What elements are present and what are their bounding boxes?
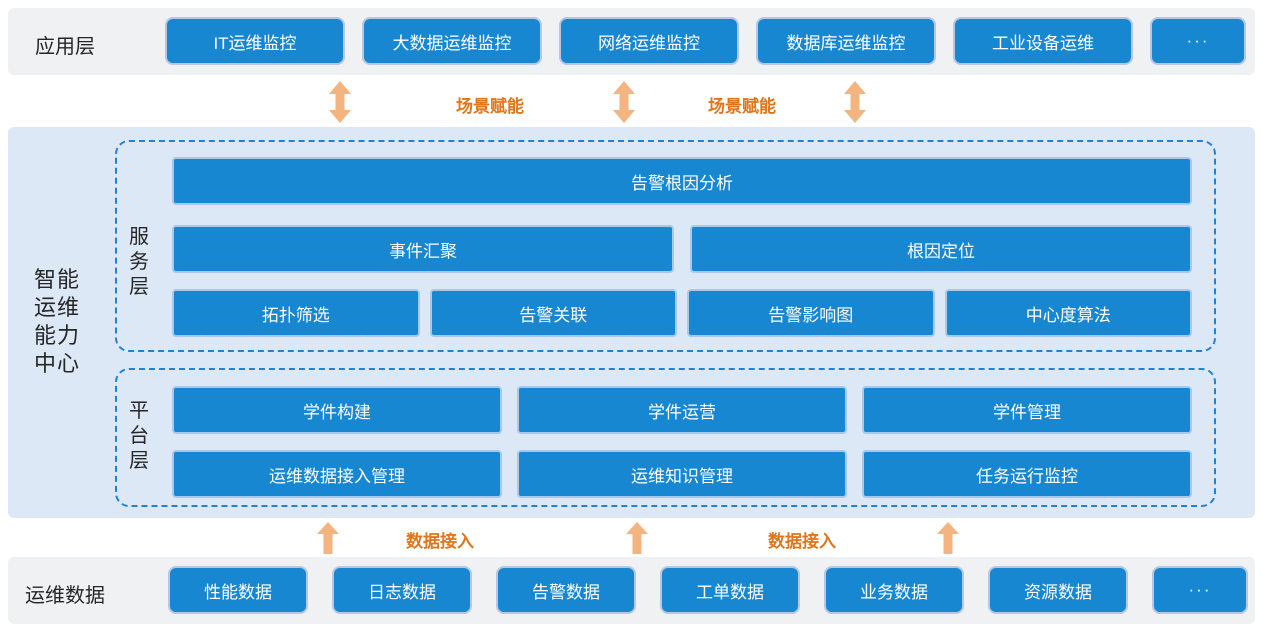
- capability-center-label-line: 能力: [34, 323, 81, 348]
- data-access-label: 数据接入: [768, 532, 836, 551]
- capability-center-label-line: 中心: [34, 351, 81, 376]
- platform-layer-label-char: 平: [129, 400, 149, 422]
- ops-data-boxes: 性能数据日志数据告警数据工单数据业务数据资源数据 ···: [168, 566, 1248, 614]
- service-row-1: 告警根因分析: [172, 157, 1192, 205]
- capability-center-label-line: 智能: [34, 267, 81, 292]
- app-box: 网络运维监控: [559, 17, 739, 65]
- ops-data-band: 运维数据 性能数据日志数据告警数据工单数据业务数据资源数据 ···: [8, 557, 1255, 624]
- platform-layer-group: 平台层 学件构建学件运营学件管理 运维数据接入管理运维知识管理任务运行监控: [115, 368, 1216, 507]
- service-box: 事件汇聚: [172, 225, 674, 273]
- up-arrow-icon: [626, 522, 648, 554]
- app-box: ···: [1150, 17, 1246, 65]
- scene-enable-label: 场景赋能: [456, 97, 524, 116]
- service-box: 告警影响图: [687, 289, 935, 337]
- platform-row-2: 运维数据接入管理运维知识管理任务运行监控: [172, 450, 1192, 498]
- platform-box: 学件构建: [172, 386, 502, 434]
- service-box: 中心度算法: [944, 289, 1192, 337]
- platform-row-1: 学件构建学件运营学件管理: [172, 386, 1192, 434]
- data-box: 业务数据: [824, 566, 964, 614]
- scene-enable-label: 场景赋能: [708, 97, 776, 116]
- application-layer-boxes: IT运维监控大数据运维监控网络运维监控数据库运维监控工业设备运维 ···: [165, 17, 1246, 65]
- service-layer-group: 服务层 告警根因分析 事件汇聚根因定位 拓扑筛选告警关联告警影响图中心度算法: [115, 140, 1216, 352]
- app-box: 大数据运维监控: [362, 17, 542, 65]
- platform-layer-label-char: 层: [129, 450, 149, 472]
- platform-box: 运维数据接入管理: [172, 450, 502, 498]
- ops-data-label: 运维数据: [25, 585, 105, 607]
- platform-layer-label-char: 台: [129, 425, 149, 447]
- up-arrow-icon: [317, 522, 339, 554]
- application-layer-band: 应用层 IT运维监控大数据运维监控网络运维监控数据库运维监控工业设备运维 ···: [8, 8, 1255, 75]
- data-box: 告警数据: [496, 566, 636, 614]
- data-box: 日志数据: [332, 566, 472, 614]
- capability-center-label: 智能运维能力中心: [34, 266, 80, 378]
- platform-box: 任务运行监控: [862, 450, 1192, 498]
- service-layer-label-char: 务: [129, 251, 149, 273]
- platform-layer-label: 平台层: [129, 399, 149, 474]
- service-layer-label-char: 服: [129, 226, 149, 248]
- service-box: 根因定位: [690, 225, 1192, 273]
- capability-center-band: 智能运维能力中心 服务层 告警根因分析 事件汇聚根因定位 拓扑筛选告警关联告警影…: [8, 127, 1255, 518]
- service-box: 告警关联: [429, 289, 677, 337]
- platform-box: 学件管理: [862, 386, 1192, 434]
- data-box: 性能数据: [168, 566, 308, 614]
- double-arrow-icon: [329, 81, 351, 123]
- data-access-label: 数据接入: [406, 532, 474, 551]
- service-layer-label: 服务层: [129, 225, 149, 300]
- service-box: 告警根因分析: [172, 157, 1192, 205]
- service-row-3: 拓扑筛选告警关联告警影响图中心度算法: [172, 289, 1192, 337]
- service-box: 拓扑筛选: [172, 289, 420, 337]
- app-box: 数据库运维监控: [756, 17, 936, 65]
- double-arrow-icon: [844, 81, 866, 123]
- double-arrow-icon: [613, 81, 635, 123]
- data-box: 工单数据: [660, 566, 800, 614]
- service-layer-label-char: 层: [129, 276, 149, 298]
- platform-box: 运维知识管理: [517, 450, 847, 498]
- up-arrow-icon: [937, 522, 959, 554]
- application-layer-label: 应用层: [35, 36, 95, 58]
- capability-center-label-line: 运维: [34, 295, 81, 320]
- data-box: ···: [1152, 566, 1248, 614]
- service-row-2: 事件汇聚根因定位: [172, 225, 1192, 273]
- app-box: IT运维监控: [165, 17, 345, 65]
- app-box: 工业设备运维: [953, 17, 1133, 65]
- platform-box: 学件运营: [517, 386, 847, 434]
- data-box: 资源数据: [988, 566, 1128, 614]
